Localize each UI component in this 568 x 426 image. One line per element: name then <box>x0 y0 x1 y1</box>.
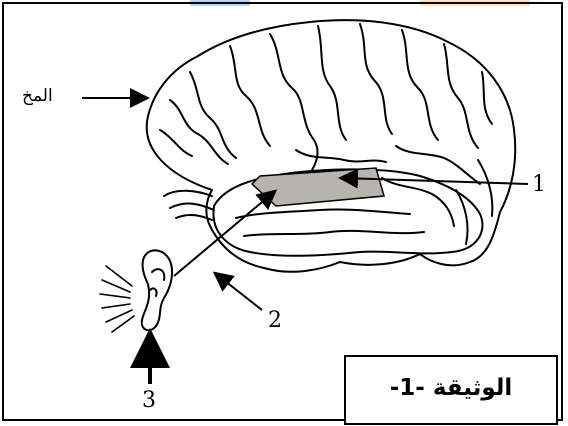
brain-label: المخ <box>22 86 53 106</box>
label-3: 3 <box>142 388 156 413</box>
document-title: الوثيقة -1- <box>346 375 556 401</box>
brain-outline <box>147 20 516 272</box>
ear <box>142 250 172 330</box>
sound-waves <box>100 266 134 332</box>
document-title-box: الوثيقة -1- <box>344 355 558 425</box>
label-2: 2 <box>268 308 282 333</box>
label-1: 1 <box>532 172 546 197</box>
auditory-area-1 <box>252 168 384 206</box>
